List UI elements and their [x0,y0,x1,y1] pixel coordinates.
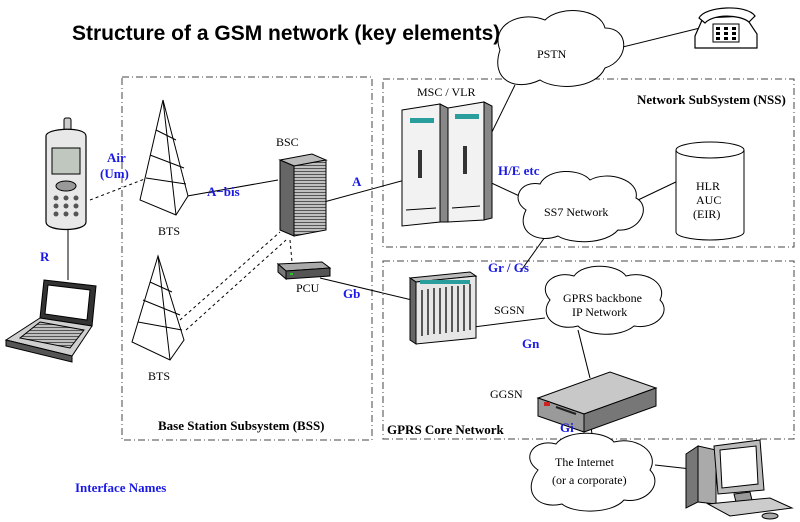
msc-label: MSC / VLR [417,85,475,99]
gprs-backbone-label-1: GPRS backbone [563,291,642,305]
pstn-label: PSTN [537,47,567,61]
sgsn-label: SGSN [494,303,525,317]
hlr-database-icon [675,141,745,241]
bts1-label: BTS [158,224,180,238]
pcu-label: PCU [296,281,320,295]
laptop-icon [4,279,97,363]
desktop-computer-icon [685,439,794,520]
bts1-antenna-tower-icon [139,99,189,216]
pstn-cloud-icon [497,10,625,87]
link-pcu-sgsn [319,277,413,301]
bsc-label: BSC [276,135,299,149]
gprs-region-label: GPRS Core Network [387,422,505,437]
auc-label: AUC [696,193,721,207]
hlr-label: HLR [696,179,720,193]
iface-gb: Gb [343,286,360,301]
internet-label-1: The Internet [555,455,615,469]
gprs-backbone-label-2: IP Network [572,305,627,319]
bts2-antenna-tower-icon [131,254,185,361]
ggsn-router-icon [536,371,658,433]
bss-region-box [121,76,373,441]
link-bts1-bsc [175,179,279,199]
telephone-icon [694,7,758,49]
internet-cloud-icon [529,432,656,512]
gprs-backbone-cloud-icon [544,265,665,335]
mobile-phone-icon [45,117,87,231]
iface-gn: Gn [522,336,540,351]
sgsn-server-rack-icon [408,271,478,345]
interface-names-legend: Interface Names [75,480,166,495]
iface-air: Air [107,150,126,165]
iface-he: H/E etc [498,163,540,178]
bts2-label: BTS [148,369,170,383]
ggsn-label: GGSN [490,387,523,401]
pcu-router-icon [276,261,332,281]
link-backbone-ggsn [577,329,591,379]
bss-region-label: Base Station Subsystem (BSS) [158,418,325,433]
iface-r: R [40,249,50,264]
iface-gi: Gi [560,420,574,435]
eir-label: (EIR) [693,207,720,221]
iface-abis: A−bis [207,184,240,199]
msc-server-rack-icon [401,101,493,227]
nss-region-label: Network SubSystem (NSS) [637,92,786,107]
internet-label-2: (or a corporate) [552,473,627,487]
bsc-server-icon [278,153,328,237]
iface-a: A [352,174,362,189]
diagram-title: Structure of a GSM network (key elements… [72,22,500,45]
link-bsc-msc [323,179,406,203]
link-ss7-sgsn [519,236,546,273]
ss7-label: SS7 Network [544,205,608,219]
nss-region-box [382,78,795,248]
link-ss7-hlr [637,179,681,201]
radio-dashed-lines [89,169,293,331]
iface-um: (Um) [100,166,129,181]
ss7-cloud-icon [517,170,644,243]
iface-grgs: Gr / Gs [488,260,529,275]
